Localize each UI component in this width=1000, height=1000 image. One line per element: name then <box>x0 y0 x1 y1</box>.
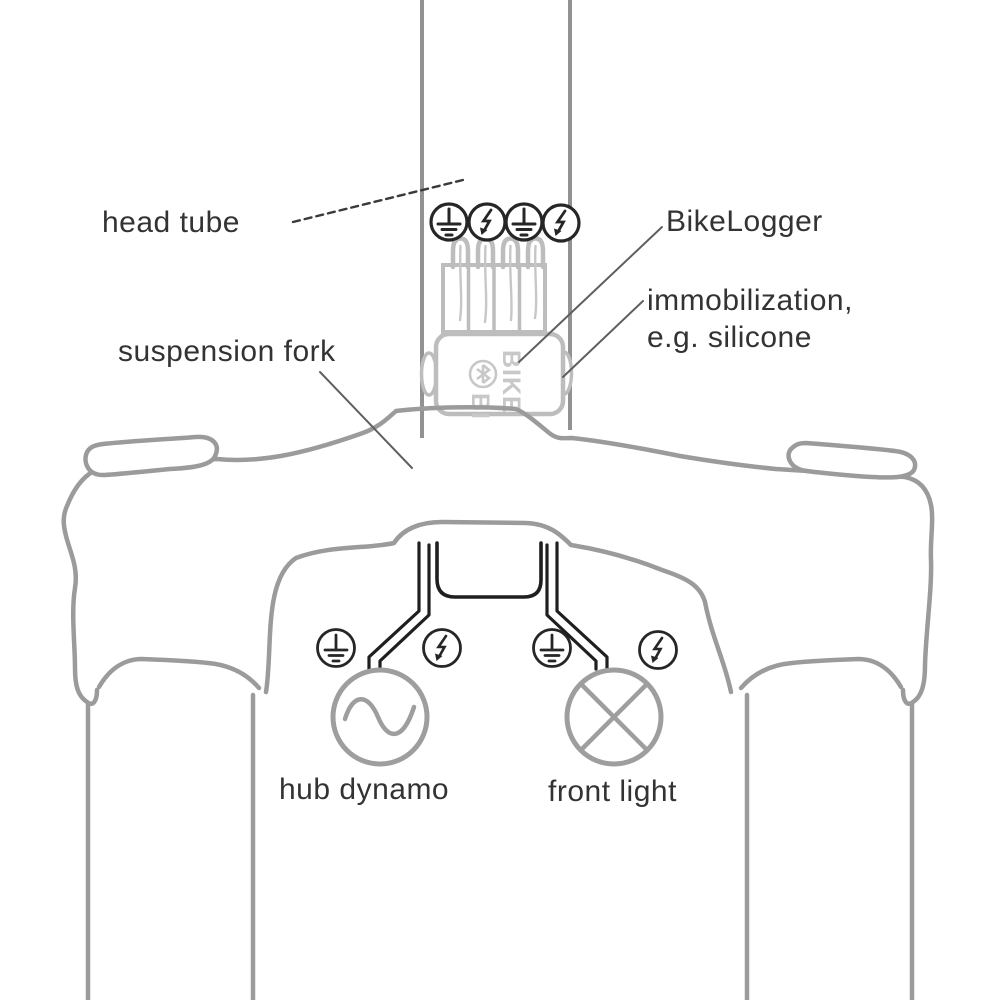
wire-light-2 <box>555 541 609 671</box>
wire-light-1 <box>545 543 598 671</box>
lightning-icon <box>638 630 678 670</box>
ground-icon <box>316 628 356 668</box>
leader-suspension-fork <box>319 371 413 469</box>
wire-dynamo-2 <box>378 543 431 671</box>
brake-boss-left <box>83 434 220 478</box>
x-cross-icon <box>578 681 650 753</box>
fork-shoulder-left <box>96 656 262 691</box>
bikelogger-device: BIKE BI <box>419 236 574 420</box>
bluetooth-icon <box>468 359 498 389</box>
ground-icon <box>504 202 544 242</box>
lightning-icon <box>467 202 507 242</box>
head-tube-label: head tube <box>102 206 240 239</box>
conductor-wires <box>458 244 538 324</box>
front-light-label: front light <box>548 775 677 808</box>
ground-icon <box>429 202 469 242</box>
leader-head-tube <box>291 177 469 224</box>
lightning-icons <box>422 202 678 670</box>
fork-shoulder-right <box>738 656 904 691</box>
ground-icon <box>532 628 572 668</box>
immobilization-label: immobilization, e.g. silicone <box>647 282 853 356</box>
lightning-icon <box>422 628 462 668</box>
brake-boss-right <box>786 440 918 480</box>
sine-wave-icon <box>342 697 417 737</box>
immobilization-label-line2: e.g. silicone <box>647 321 812 354</box>
suspension-fork-label: suspension fork <box>118 335 336 368</box>
wire-dynamo-1 <box>367 541 421 671</box>
front-light-symbol <box>564 667 664 767</box>
cable-loops <box>450 236 546 270</box>
bikelogger-label: BikeLogger <box>666 205 823 238</box>
leader-lines <box>291 177 663 469</box>
wire-loop <box>435 541 543 599</box>
leader-bikelogger <box>518 226 663 363</box>
lightning-icon <box>541 203 581 243</box>
hub-dynamo-label: hub dynamo <box>279 773 450 806</box>
hub-dynamo-symbol <box>330 667 430 767</box>
ground-icons <box>316 202 572 668</box>
wiring <box>367 541 609 671</box>
connector-block-dividers <box>466 267 522 330</box>
suspension-fork <box>61 405 935 1000</box>
leader-immobilization <box>562 300 644 378</box>
immobilization-label-line1: immobilization, <box>647 284 853 317</box>
fork-arch <box>263 519 734 695</box>
fork-crown-outline <box>61 405 935 706</box>
